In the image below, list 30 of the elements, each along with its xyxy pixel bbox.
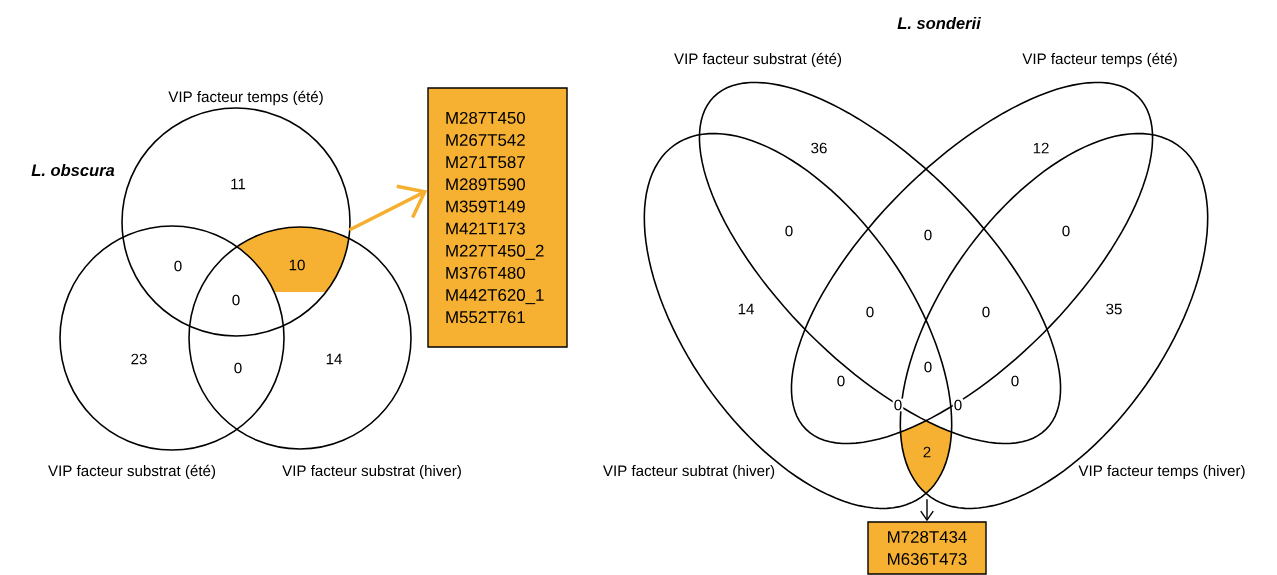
arrow (920, 498, 934, 522)
count-label: 0 (892, 398, 904, 412)
count-label: 0 (982, 306, 990, 318)
count-label: 0 (924, 361, 932, 373)
count-label: 0 (234, 362, 242, 374)
list-box: M287T450 M267T542 M271T587 M289T590 M359T149 M421T173 M227T450_2 M376T480 M442T620_1 M552T761 (427, 87, 568, 348)
count-label: 0 (1011, 375, 1019, 387)
count-label: 14 (738, 303, 754, 315)
highlighted-region: 10 (239, 227, 349, 292)
count-label: 0 (232, 294, 240, 306)
count-label: 0 (866, 306, 874, 318)
species-title: L. sonderii (897, 16, 982, 30)
count-label: 36 (811, 142, 827, 154)
count-label: 0 (952, 398, 964, 412)
count-label: 23 (131, 353, 147, 365)
node-label: VIP facteur substrat (été) (48, 464, 216, 480)
count-label: 0 (837, 375, 845, 387)
node-label: VIP facteur temps (été) (168, 90, 323, 106)
node-label: VIP facteur temps (été) (1022, 52, 1177, 68)
count-label: 0 (174, 260, 182, 272)
count-label: 0 (924, 229, 932, 241)
node-label: VIP facteur substrat (été) (674, 52, 842, 68)
count-label: 14 (326, 353, 342, 365)
count-label: 35 (1106, 303, 1122, 315)
count-label: 0 (1062, 225, 1070, 237)
list-box: M728T434 M636T473 (867, 521, 987, 575)
count-label: 0 (785, 225, 793, 237)
count-label: 11 (231, 178, 246, 190)
node-label: VIP facteur substrat (hiver) (282, 464, 461, 480)
count-label: 12 (1033, 142, 1049, 154)
